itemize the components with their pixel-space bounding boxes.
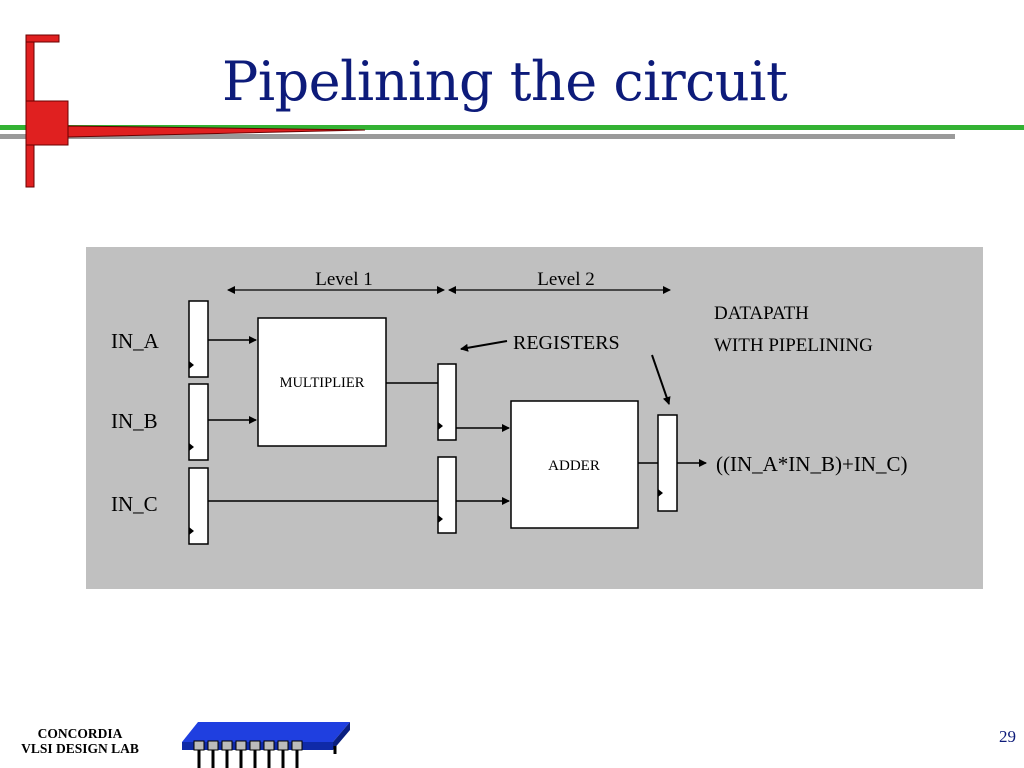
- header-green-line: [0, 125, 1024, 130]
- red-bracket-icon: [25, 34, 366, 188]
- input-label-c: IN_C: [111, 492, 158, 516]
- registers-pointer-left: [460, 340, 508, 352]
- page-number: 29: [999, 727, 1016, 746]
- header-decoration: [0, 34, 1024, 188]
- caption-line-2: WITH PIPELINING: [714, 335, 873, 356]
- footer-lab-line-2: VLSI DESIGN LAB: [21, 741, 139, 756]
- pipeline-register-2: [437, 456, 457, 534]
- footer-lab-line-1: CONCORDIA: [37, 726, 123, 741]
- level-1-label: Level 1: [315, 269, 373, 290]
- adder-block: [510, 400, 639, 529]
- caption-line-1: DATAPATH: [714, 303, 809, 324]
- input-label-b: IN_B: [111, 409, 158, 433]
- registers-label: REGISTERS: [513, 332, 620, 354]
- header-gray-line: [0, 134, 955, 139]
- footer-lab-name: CONCORDIA VLSI DESIGN LAB: [0, 726, 160, 756]
- multiplier-label: MULTIPLIER: [280, 375, 365, 391]
- input-register-a: [188, 300, 209, 378]
- input-register-c: [188, 467, 209, 545]
- output-expression: ((IN_A*IN_B)+IN_C): [716, 452, 907, 476]
- chip-logo-icon: [182, 722, 350, 768]
- registers-pointer-right: [651, 354, 671, 405]
- input-register-b: [188, 383, 209, 461]
- slide-title: Pipelining the circuit: [222, 50, 788, 113]
- pipeline-register-1: [437, 363, 457, 441]
- multiplier-block: [257, 317, 387, 447]
- output-register: [657, 414, 678, 512]
- level-2-label: Level 2: [537, 269, 595, 290]
- pipeline-diagram: Level 1 Level 2 IN_A IN_B IN_C MULTIPLIE…: [86, 247, 983, 589]
- adder-label: ADDER: [548, 458, 600, 474]
- input-label-a: IN_A: [111, 329, 160, 353]
